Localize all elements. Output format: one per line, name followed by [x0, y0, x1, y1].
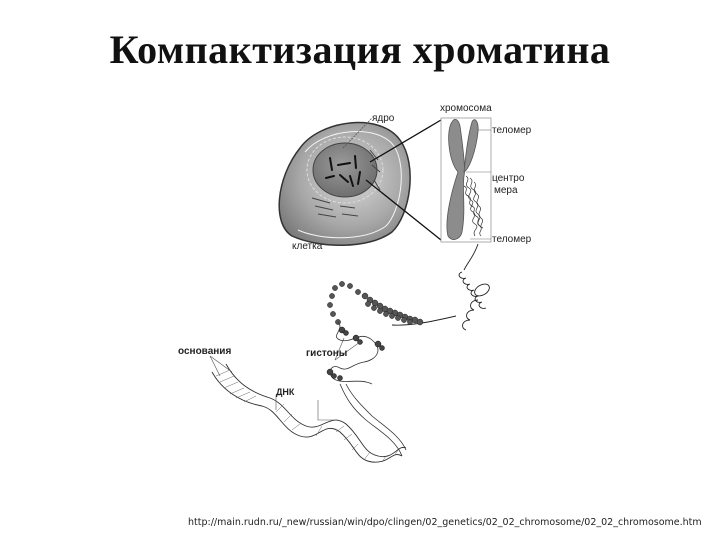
source-url: http://main.rudn.ru/_new/russian/win/dpo… [188, 517, 702, 528]
label-chromosome: хромосома [440, 103, 492, 114]
label-centromere-line1: центро [492, 173, 525, 184]
label-centromere-line2: мера [494, 185, 518, 196]
nucleosome-strand [326, 321, 385, 385]
label-cell: клетка [292, 241, 323, 252]
label-histones: гистоны [306, 348, 348, 359]
cell-illustration [278, 117, 411, 246]
label-telomere-bottom: теломер [492, 234, 532, 245]
label-nucleus: ядро [372, 113, 395, 124]
dna-double-helix [209, 355, 407, 463]
solenoid-fiber [327, 281, 424, 326]
chromosome-illustration [440, 117, 492, 243]
label-bases: основания [178, 346, 232, 357]
label-telomere-top: теломер [492, 125, 532, 136]
nucleus-shape [312, 142, 378, 198]
slide-title: Компактизация хроматина [109, 27, 611, 72]
label-dna: ДНК [276, 387, 295, 397]
